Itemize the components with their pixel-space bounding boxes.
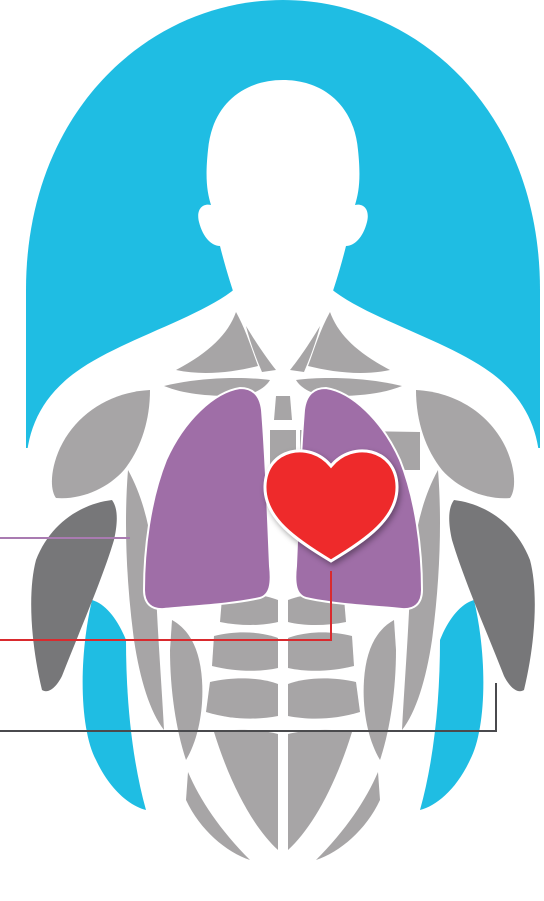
sternum-upper: [274, 396, 292, 420]
abs-row-2-left: [212, 632, 278, 670]
abs-row-2-right: [288, 632, 354, 670]
abs-row-3-left: [206, 678, 278, 718]
abs-row-3-right: [288, 678, 360, 718]
